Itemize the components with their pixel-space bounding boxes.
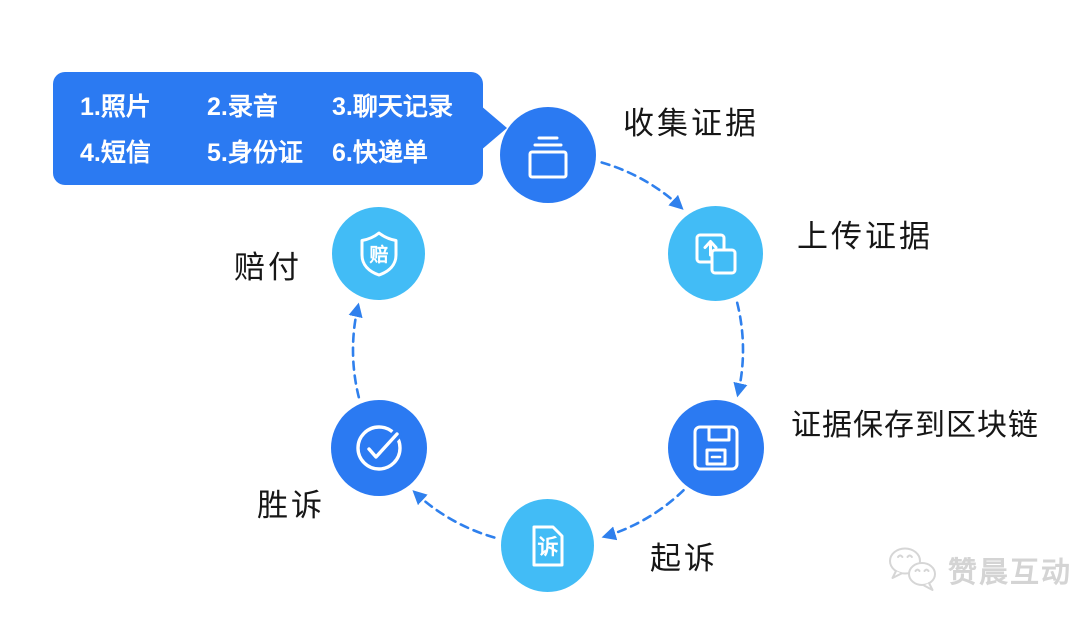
compensation-icon-character: 赔 [369,243,388,266]
label-win-lawsuit: 胜诉 [257,488,325,523]
check-circle-icon [356,425,402,471]
arrow-sue-to-win [412,490,496,539]
watermark: 赞晨互动 [886,545,1072,595]
arrow-upload-to-blockchain [733,301,748,398]
label-upload-evidence: 上传证据 [797,219,933,254]
evidence-type-photo: 1.照片 [80,93,151,121]
node-upload-evidence [668,206,763,301]
chat-bubbles-icon [889,547,936,591]
evidence-type-chatlog: 3.聊天记录 [332,93,453,121]
lawsuit-document-icon: 诉 [532,525,563,566]
node-collect-evidence [500,107,596,203]
arrow-win-to-compensation [348,302,363,399]
node-sue: 诉 [501,499,594,592]
label-save-blockchain: 证据保存到区块链 [791,409,1039,442]
upload-evidence-icon [695,233,736,274]
label-compensation: 赔付 [234,250,302,285]
sue-icon-character: 诉 [537,535,558,559]
watermark-text: 赞晨互动 [948,557,1073,589]
arrow-collect-to-upload [600,161,684,210]
evidence-type-waybill: 6.快递单 [332,139,428,167]
label-collect-evidence: 收集证据 [623,106,759,141]
node-save-blockchain [668,400,764,496]
collect-evidence-icon [528,136,568,179]
save-floppy-icon [693,425,739,471]
evidence-type-audio: 2.录音 [207,93,278,121]
evidence-types-callout: 1.照片 2.录音 3.聊天记录 4.短信 5.身份证 6.快递单 [53,72,483,185]
evidence-type-idcard: 5.身份证 [207,139,303,167]
arrow-blockchain-to-sue [601,489,685,541]
evidence-type-sms: 4.短信 [80,139,151,167]
label-sue: 起诉 [650,541,718,576]
compensation-shield-icon: 赔 [360,231,397,276]
node-win-lawsuit [331,400,427,496]
node-compensation: 赔 [332,207,425,300]
